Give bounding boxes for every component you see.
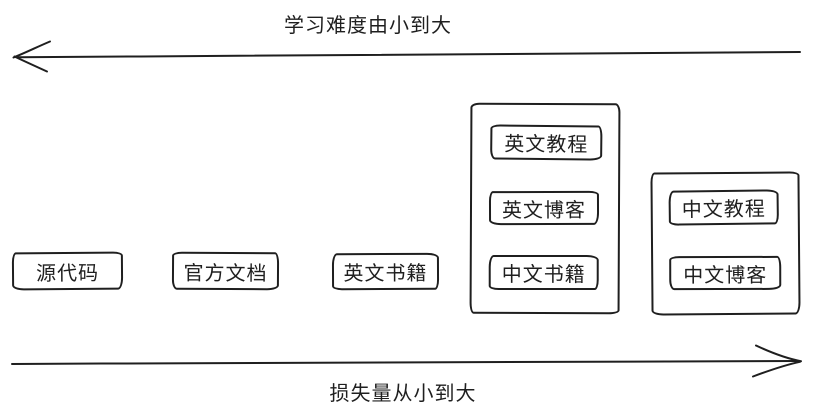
box-english-books: 英文书籍 <box>331 252 440 291</box>
group-english-resources: 英文教程 英文博客 中文书籍 <box>469 102 621 315</box>
bottom-axis-label: 损失量从小到大 <box>329 383 477 405</box>
group-chinese-resources: 中文教程 中文博客 <box>650 171 801 316</box>
box-english-tutorials: 英文教程 <box>490 124 603 161</box>
box-chinese-blogs: 中文博客 <box>669 255 782 291</box>
box-english-blogs: 英文博客 <box>488 190 600 226</box>
box-chinese-tutorials: 中文教程 <box>668 189 779 226</box>
box-chinese-books: 中文书籍 <box>488 254 599 290</box>
left-arrow <box>12 40 801 73</box>
box-source-code: 源代码 <box>11 251 124 291</box>
right-arrow <box>11 344 802 378</box>
top-axis-label: 学习难度由小到大 <box>284 15 452 37</box>
box-official-docs: 官方文档 <box>171 251 280 291</box>
